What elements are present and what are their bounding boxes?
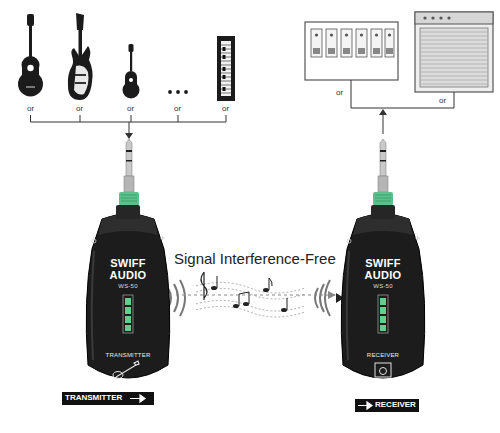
- output-wiring: [351, 80, 454, 134]
- label-box: [62, 392, 419, 412]
- or-label: or: [336, 88, 343, 98]
- or-label: or: [76, 104, 83, 114]
- more-dots: [168, 90, 188, 94]
- unit-tag: RECEIVER: [375, 400, 416, 410]
- unit-tag: TRANSMITTER: [65, 393, 122, 403]
- brand-name: SWIFF AUDIO: [100, 257, 156, 281]
- signal-waves: [150, 272, 344, 317]
- input-wiring: [31, 115, 227, 134]
- or-label: or: [174, 104, 181, 114]
- wireless-unit: SWIFF AUDIO WS-50TRANSMITTER: [80, 205, 176, 385]
- arrow-head: [125, 133, 133, 139]
- headline: Signal Interference-Free: [174, 250, 336, 267]
- jack-plug: [373, 139, 393, 206]
- model-number: WS-50: [353, 283, 413, 290]
- or-label: or: [127, 104, 134, 114]
- arrow-head: [379, 109, 387, 115]
- or-label: or: [222, 104, 229, 114]
- jack-plug: [119, 139, 139, 206]
- unit-name: RECEIVER: [348, 352, 418, 359]
- or-label: or: [439, 96, 446, 106]
- keyboard: [217, 36, 235, 101]
- acoustic-guitar: [18, 14, 43, 97]
- brand-name: SWIFF AUDIO: [355, 257, 411, 281]
- or-label: or: [27, 104, 34, 114]
- ukulele: [123, 44, 140, 99]
- wireless-unit: SWIFF AUDIO WS-50RECEIVER: [335, 205, 431, 385]
- model-number: WS-50: [98, 283, 158, 290]
- amplifier: [415, 12, 493, 92]
- unit-name: TRANSMITTER: [93, 352, 163, 359]
- pedalboard: [305, 22, 398, 80]
- wireless-link: [176, 295, 335, 296]
- electric-guitar: [68, 13, 93, 100]
